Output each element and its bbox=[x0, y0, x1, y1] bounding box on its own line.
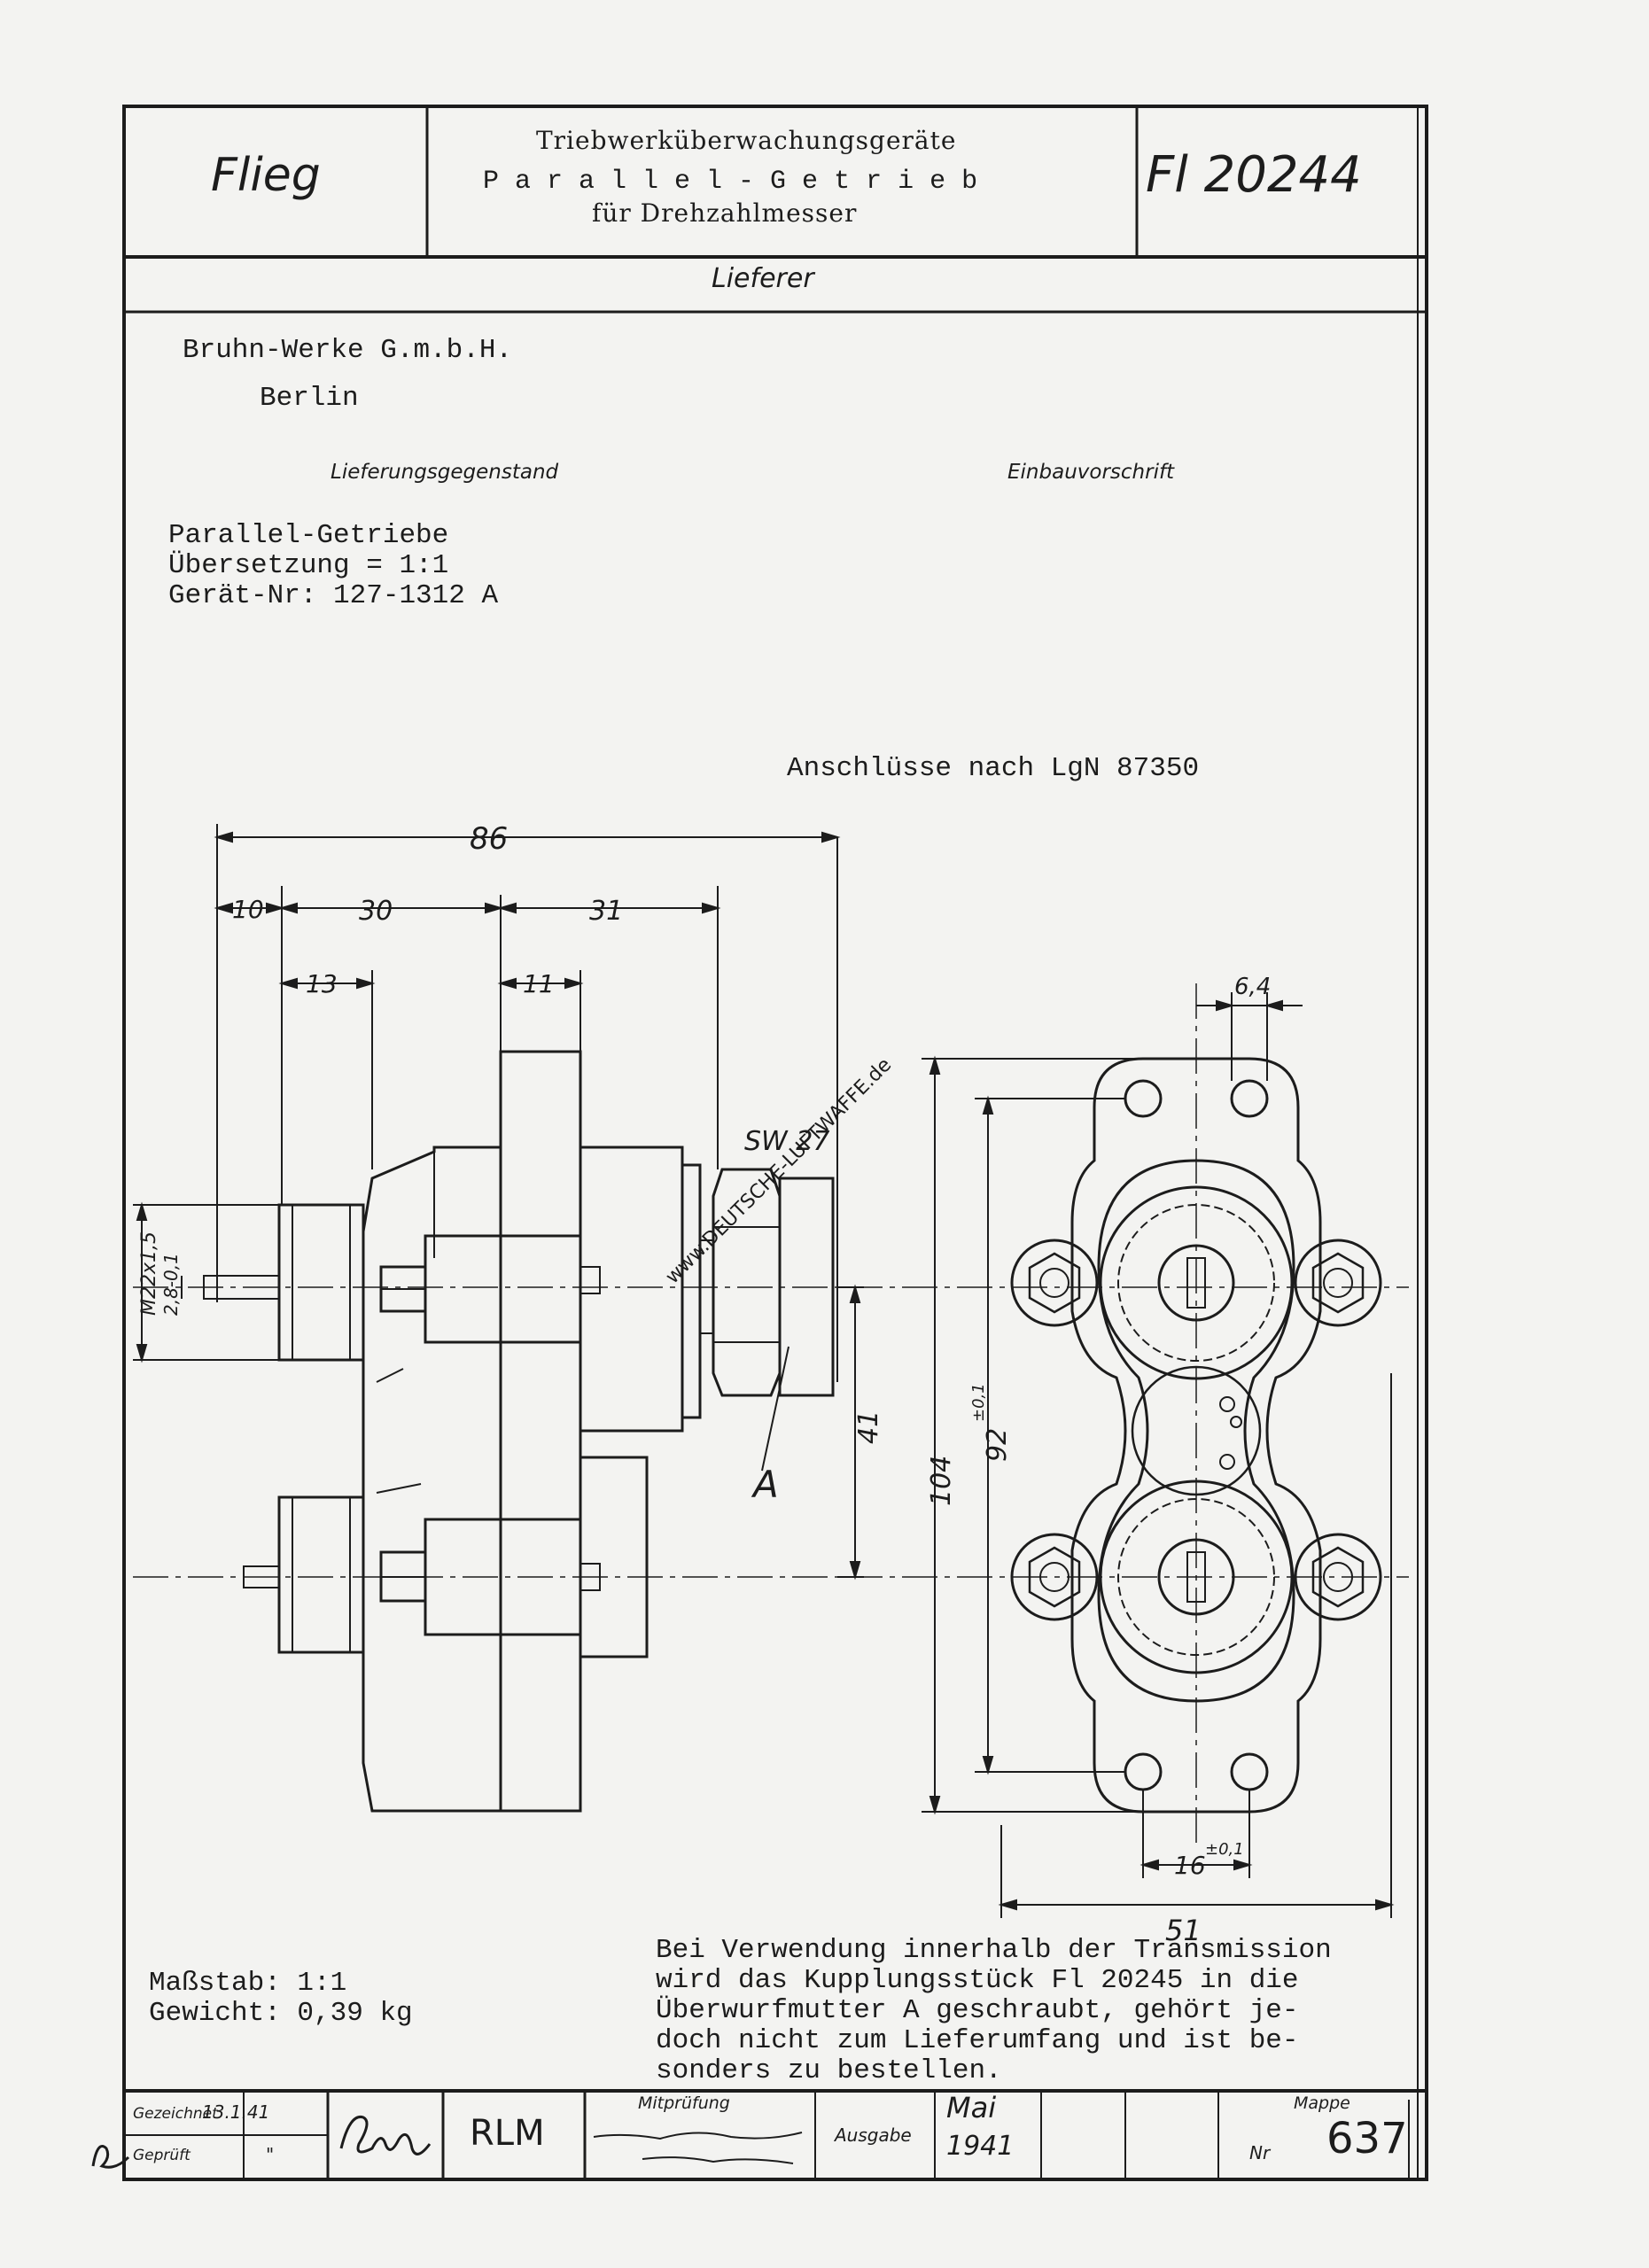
part-title: P a r a l l e l - G e t r i e b bbox=[483, 167, 978, 197]
install-heading: Einbauvorschrift bbox=[1007, 461, 1175, 484]
note-line-3: Überwurfmutter A geschraubt, gehört je- bbox=[656, 1995, 1299, 2026]
delivery-heading: Lieferungsgegenstand bbox=[331, 461, 559, 484]
dim-16: 16 bbox=[1174, 1851, 1206, 1880]
dim-92-tol: ±0,1 bbox=[969, 1383, 988, 1422]
weight-text: Gewicht: 0,39 kg bbox=[149, 1998, 413, 2029]
housing-body bbox=[362, 1146, 502, 1813]
dim-31: 31 bbox=[589, 896, 623, 927]
nr-value: 637 bbox=[1326, 2114, 1408, 2163]
note-line-4: doch nicht zum Lieferumfang und ist be- bbox=[656, 2025, 1299, 2056]
company-name: Flieg bbox=[211, 149, 321, 202]
hex-nut-ur bbox=[1294, 1239, 1382, 1327]
dim-51: 51 bbox=[1165, 1914, 1202, 1947]
signature bbox=[339, 2115, 432, 2155]
part-subtitle: für Drehzahlmesser bbox=[592, 198, 858, 228]
checked-label: Geprüft bbox=[133, 2147, 191, 2164]
folder-label: Mappe bbox=[1294, 2093, 1350, 2113]
dim-13: 13 bbox=[306, 969, 338, 998]
dim-92: 92 bbox=[982, 1428, 1013, 1462]
edition-label: Ausgabe bbox=[835, 2124, 912, 2146]
housing-right-lower bbox=[579, 1456, 649, 1658]
union-nut bbox=[712, 1168, 782, 1397]
rlm-label: RLM bbox=[470, 2113, 545, 2154]
dim-104: 104 bbox=[926, 1456, 957, 1506]
hex-nut-lr bbox=[1294, 1533, 1382, 1621]
supplier-heading: Lieferer bbox=[712, 263, 814, 294]
front-view bbox=[1010, 983, 1382, 1843]
shaft-upper bbox=[203, 1275, 280, 1300]
scale-text: Maßstab: 1:1 bbox=[149, 1968, 347, 1999]
dim-sw27: SW 27 bbox=[744, 1126, 829, 1157]
hex-nut-ul bbox=[1010, 1239, 1099, 1327]
bearing-block-lower bbox=[424, 1518, 582, 1636]
note-line-1: Bei Verwendung innerhalb der Transmissio… bbox=[656, 1935, 1332, 1966]
label-a: A bbox=[751, 1463, 779, 1506]
dim-86: 86 bbox=[470, 821, 508, 857]
bearing-block-upper bbox=[424, 1234, 582, 1344]
nut-cap bbox=[778, 1177, 835, 1397]
note-line-5: sonders zu bestellen. bbox=[656, 2055, 1002, 2086]
dim-11: 11 bbox=[523, 969, 555, 998]
flange-plate bbox=[499, 1050, 582, 1813]
dim-30: 30 bbox=[359, 896, 393, 927]
drawn-date: 13.1.41 bbox=[202, 2101, 270, 2123]
supplier-name: Bruhn-Werke G.m.b.H. bbox=[183, 335, 513, 366]
delivery-item-2: Übersetzung = 1:1 bbox=[168, 550, 449, 581]
co-check-label: Mitprüfung bbox=[638, 2093, 730, 2113]
outer-frame bbox=[122, 105, 1428, 2181]
dim-10: 10 bbox=[232, 895, 264, 924]
delivery-item-1: Parallel-Getriebe bbox=[168, 520, 449, 551]
dim-thread: M22x1,5 bbox=[138, 1231, 160, 1316]
note-line-2: wird das Kupplungsstück Fl 20245 in die bbox=[656, 1965, 1299, 1996]
housing-right bbox=[579, 1146, 684, 1433]
co-check-scrawl bbox=[593, 2132, 803, 2164]
connections-note: Anschlüsse nach LgN 87350 bbox=[787, 753, 1200, 784]
checked-mark: " bbox=[266, 2144, 275, 2165]
dim-41: 41 bbox=[853, 1410, 884, 1444]
front-dimensions bbox=[922, 992, 1395, 1918]
supplier-city: Berlin bbox=[260, 383, 359, 414]
edition-month: Mai bbox=[946, 2091, 997, 2124]
front-inner-boss bbox=[1097, 1159, 1295, 1703]
dim-16-tol: ±0,1 bbox=[1205, 1840, 1244, 1859]
part-number: Fl 20244 bbox=[1146, 146, 1362, 204]
drawn-label: Gezeichnet bbox=[133, 2105, 218, 2123]
dim-6-4: 6,4 bbox=[1234, 974, 1271, 1000]
nr-label: Nr bbox=[1249, 2142, 1271, 2163]
hex-nut-ll bbox=[1010, 1533, 1099, 1621]
dim-shaft: 2,8-0,1 bbox=[160, 1253, 182, 1316]
shaft-lower bbox=[243, 1565, 280, 1588]
category-title: Triebwerküberwachungsgeräte bbox=[536, 126, 957, 155]
delivery-item-3: Gerät-Nr: 127-1312 A bbox=[168, 580, 499, 611]
initials-mark bbox=[91, 2145, 130, 2169]
side-dimensions bbox=[133, 824, 864, 1581]
edition-year: 1941 bbox=[946, 2131, 1015, 2162]
